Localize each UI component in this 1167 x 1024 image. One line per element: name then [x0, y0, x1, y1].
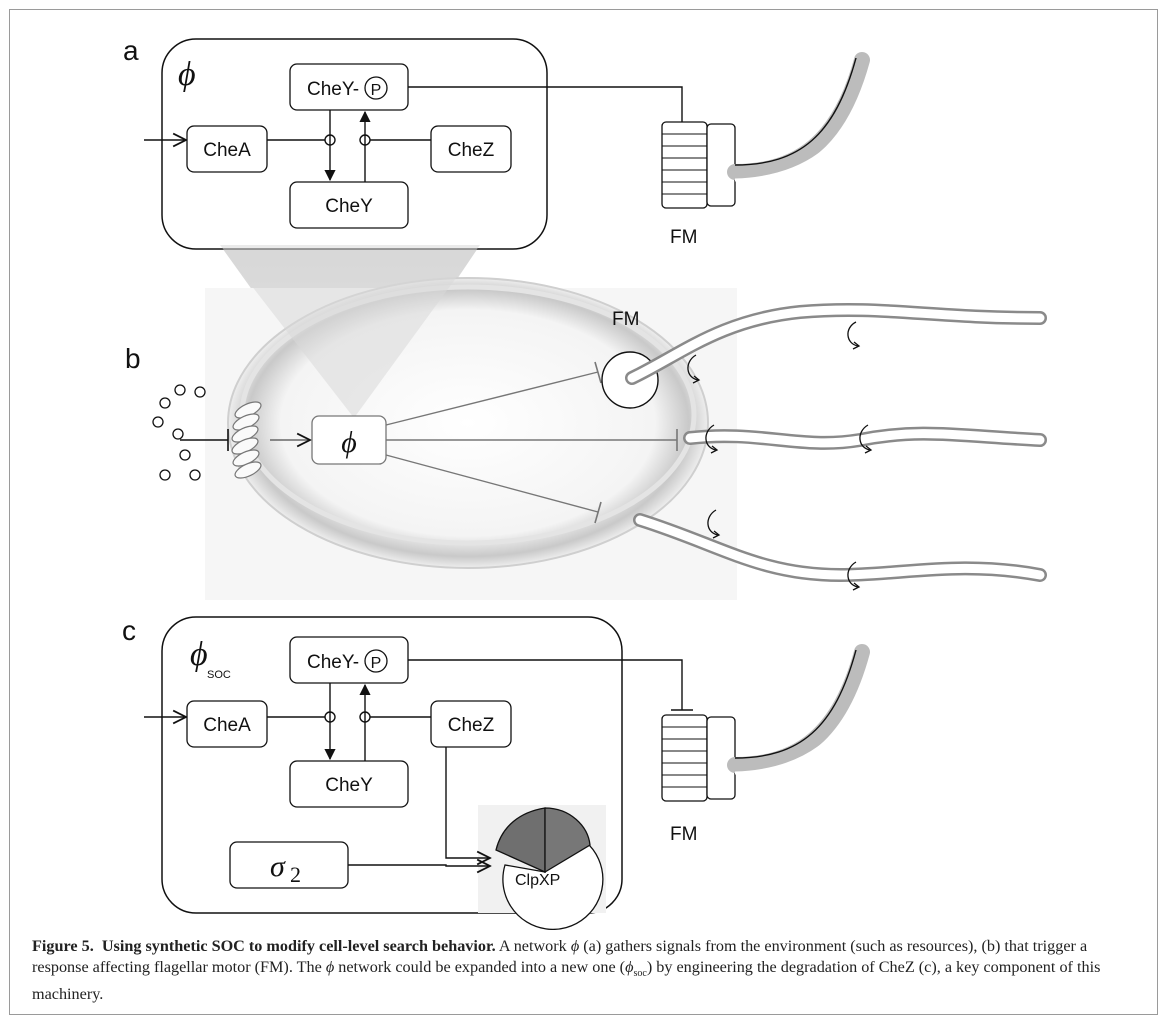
- signal-molecules: [152, 384, 206, 481]
- clpxp-label: ClpXP: [515, 872, 560, 889]
- caption-phi-3: ϕ: [625, 958, 634, 976]
- flagellum-a: [727, 52, 870, 182]
- caption-text-4: ) by engineering the degradation of CheZ…: [32, 958, 1101, 1004]
- chey-p-label: CheY-: [307, 79, 359, 100]
- chez-node: [430, 125, 512, 173]
- flagellum-c: [727, 644, 870, 775]
- caption-sub: soc: [633, 968, 647, 980]
- chez-label: CheZ: [448, 140, 495, 161]
- caption-phi-2: ϕ: [325, 958, 335, 976]
- caption-title: Using synthetic SOC to modify cell-level…: [101, 937, 496, 955]
- sigma-subscript: 2: [290, 862, 301, 887]
- flagellum-bottom: [633, 513, 1047, 583]
- caption-phi-1: ϕ: [570, 937, 580, 955]
- caption-text-2: (a) gathers signals from the environment…: [32, 937, 1088, 976]
- phospho-label-c: P: [371, 655, 382, 672]
- zoom-cone-overlay: [220, 245, 480, 418]
- network-phi-soc-symbol: ϕ: [190, 636, 208, 673]
- chey-label: CheY: [325, 196, 373, 217]
- inhibition-line-c: [408, 659, 683, 710]
- flagellum-top: [625, 302, 1047, 385]
- phospho-icon: [364, 76, 388, 100]
- flagellum-middle: [683, 426, 1047, 450]
- sigma-label: σ: [270, 850, 286, 883]
- figure-frame: [9, 9, 1158, 1015]
- figure-caption: Figure 5. Using synthetic SOC to modify …: [32, 936, 1132, 1005]
- caption-text-3: network could be expanded into a new one…: [338, 958, 626, 976]
- network-phi-symbol: ϕ: [178, 56, 196, 93]
- sigma-activation-arrow: [348, 865, 490, 866]
- chey-node-c: [289, 760, 409, 808]
- fm-label-c: FM: [670, 824, 697, 845]
- chea-label: CheA: [203, 140, 251, 161]
- panel-c: c ϕ SOC CheY- P CheA CheZ CheY σ 2: [122, 615, 870, 930]
- chey-node: [289, 181, 409, 229]
- chea-node: [186, 125, 268, 173]
- flagellar-motor-a: [661, 121, 736, 209]
- fm-label-a: FM: [670, 227, 697, 248]
- inhibition-line-top: [385, 371, 599, 426]
- inhibition-line-bottom: [385, 454, 599, 513]
- rotation-arrows: [687, 321, 873, 591]
- flagellar-motor-c: [661, 714, 736, 802]
- chez-node-c: [430, 700, 512, 748]
- clpxp-protease: [495, 807, 604, 930]
- caption-label: Figure 5.: [32, 937, 94, 955]
- network-phi-soc-subscript: SOC: [207, 669, 231, 681]
- chey-p-label-c: CheY-: [307, 652, 359, 673]
- chea-label-c: CheA: [203, 715, 251, 736]
- phi-node-symbol: ϕ: [341, 426, 357, 459]
- panel-a-letter: a: [123, 35, 139, 66]
- chez-label-c: CheZ: [448, 715, 495, 736]
- panel-b: b: [125, 245, 1047, 600]
- caption-text-1: A network: [498, 937, 567, 955]
- panel-c-letter: c: [122, 615, 136, 646]
- phospho-icon-c: [364, 649, 388, 673]
- panel-b-letter: b: [125, 343, 141, 374]
- chez-degradation-arrow: [445, 747, 490, 858]
- phospho-label: P: [371, 82, 382, 99]
- receptor-cluster: [231, 401, 262, 479]
- inhibition-line-a: [408, 86, 683, 128]
- fm-label-b: FM: [612, 309, 639, 330]
- figure-5-diagram: a ϕ CheY- P CheA CheZ CheY: [122, 35, 1047, 930]
- chey-label-c: CheY: [325, 775, 373, 796]
- sigma2-node: [229, 841, 349, 889]
